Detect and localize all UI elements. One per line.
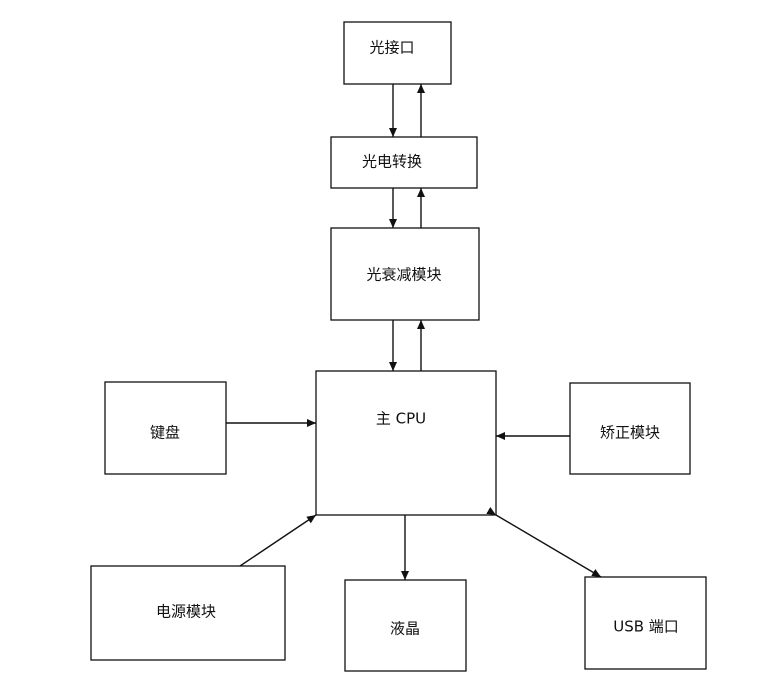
node-lcd-label: 液晶	[390, 620, 420, 638]
arrow-cpu-usb-bidirectional	[486, 506, 602, 578]
node-cpu-label: 主 CPU	[376, 410, 426, 428]
node-optical-port-label: 光接口	[369, 39, 414, 57]
arrow-power-to-cpu	[239, 514, 317, 567]
node-power: 电源模块	[90, 565, 286, 661]
node-keyboard: 键盘	[104, 381, 227, 475]
node-oe-convert: 光电转换	[330, 136, 478, 189]
node-correction: 矫正模块	[569, 382, 691, 475]
node-usb-label: USB 端口	[613, 618, 679, 636]
node-optical-port: 光接口	[343, 21, 452, 85]
node-correction-label: 矫正模块	[600, 424, 660, 442]
node-attenuation: 光衰减模块	[330, 227, 480, 321]
node-keyboard-label: 键盘	[150, 424, 180, 442]
node-oe-convert-label: 光电转换	[362, 153, 422, 171]
node-power-label: 电源模块	[156, 603, 216, 621]
node-cpu: 主 CPU	[315, 370, 497, 516]
node-lcd: 液晶	[344, 579, 467, 672]
node-usb: USB 端口	[584, 576, 707, 670]
node-attenuation-label: 光衰减模块	[366, 266, 441, 284]
